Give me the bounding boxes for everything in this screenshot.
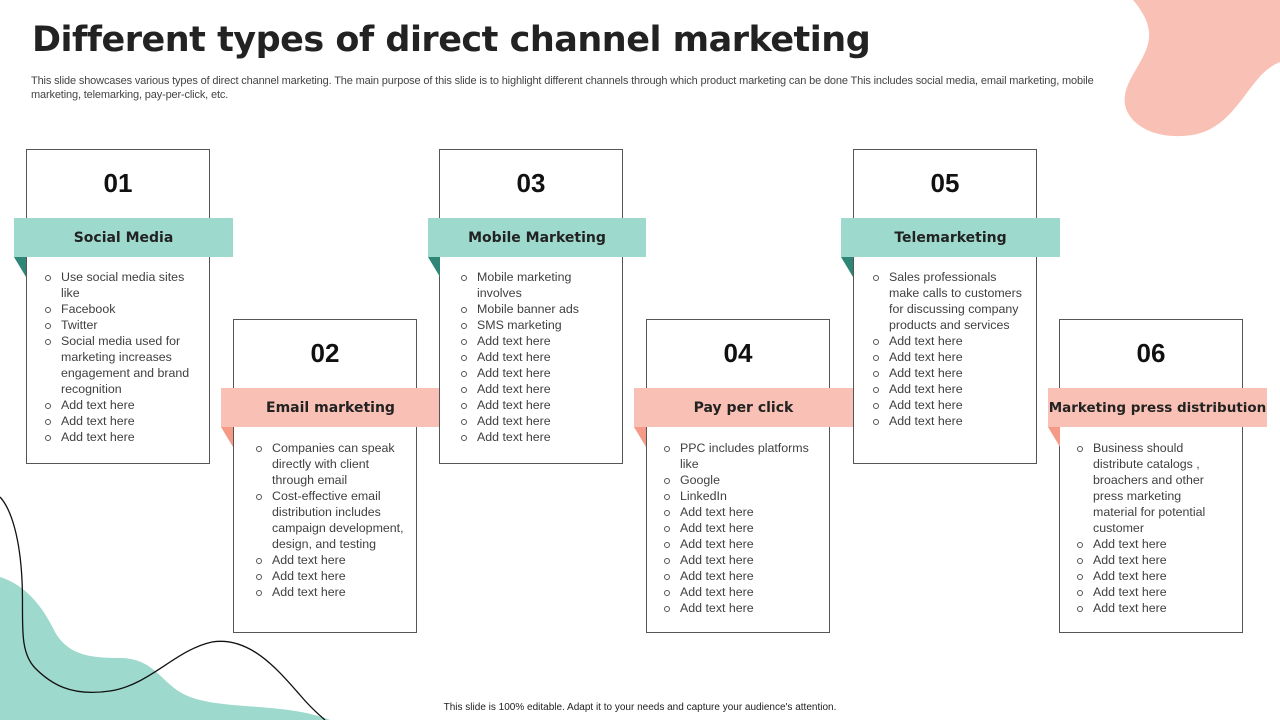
ribbon-fold-icon — [428, 257, 440, 277]
card-items-marketing-press-distribution: Business should distribute catalogs , br… — [1077, 440, 1227, 616]
card-label-email-marketing: Email marketing — [221, 388, 440, 427]
card-telemarketing: 05 — [853, 149, 1037, 464]
list-item: Add text here — [664, 536, 819, 552]
list-item: Add text here — [664, 552, 819, 568]
list-item: Add text here — [256, 568, 411, 584]
list-item: Add text here — [664, 584, 819, 600]
list-item: PPC includes platforms like — [664, 440, 819, 472]
list-item: Add text here — [461, 333, 611, 349]
list-item: Add text here — [664, 568, 819, 584]
list-item: Add text here — [461, 397, 611, 413]
list-item: Add text here — [461, 429, 611, 445]
card-pay-per-click: 04 — [646, 319, 830, 633]
list-item: Add text here — [873, 349, 1023, 365]
list-item: Add text here — [256, 552, 411, 568]
list-item: Add text here — [461, 349, 611, 365]
card-email-marketing: 02 — [233, 319, 417, 633]
list-item: Facebook — [45, 301, 195, 317]
page-title: Different types of direct channel market… — [32, 20, 871, 60]
card-items-mobile-marketing: Mobile marketing involves Mobile banner … — [461, 269, 611, 445]
list-item: Add text here — [664, 600, 819, 616]
list-item: Add text here — [1077, 600, 1227, 616]
list-item: Add text here — [664, 520, 819, 536]
list-item: Mobile banner ads — [461, 301, 611, 317]
list-item: Add text here — [45, 413, 195, 429]
peach-blob-shape — [1124, 0, 1280, 137]
list-item: Cost-effective email distribution includ… — [256, 488, 411, 552]
ribbon-fold-icon — [634, 427, 646, 447]
card-label-pay-per-click: Pay per click — [634, 388, 853, 427]
list-item: LinkedIn — [664, 488, 819, 504]
card-items-social-media: Use social media sites like Facebook Twi… — [45, 269, 195, 445]
list-item: Add text here — [256, 584, 411, 600]
list-item: Twitter — [45, 317, 195, 333]
list-item: Add text here — [45, 429, 195, 445]
list-item: Mobile marketing involves — [461, 269, 611, 301]
list-item: Use social media sites like — [45, 269, 195, 301]
page-subtitle: This slide showcases various types of di… — [31, 75, 1094, 101]
list-item: Add text here — [873, 333, 1023, 349]
card-label-telemarketing: Telemarketing — [841, 218, 1060, 257]
card-number: 04 — [723, 338, 753, 368]
ribbon-fold-icon — [841, 257, 853, 277]
list-item: Add text here — [461, 365, 611, 381]
list-item: Add text here — [873, 365, 1023, 381]
card-mobile-marketing: 03 — [439, 149, 623, 464]
list-item: Add text here — [45, 397, 195, 413]
card-number: 01 — [103, 168, 133, 198]
list-item: Add text here — [1077, 536, 1227, 552]
list-item: Social media used for marketing increase… — [45, 333, 195, 397]
list-item: Add text here — [461, 413, 611, 429]
list-item: Add text here — [873, 381, 1023, 397]
list-item: Add text here — [1077, 552, 1227, 568]
list-item: Add text here — [1077, 568, 1227, 584]
ribbon-fold-icon — [14, 257, 26, 277]
card-items-telemarketing: Sales professionals make calls to custom… — [873, 269, 1023, 429]
list-item: SMS marketing — [461, 317, 611, 333]
ribbon-fold-icon — [1048, 427, 1060, 447]
card-number: 02 — [310, 338, 340, 368]
list-item: Add text here — [461, 381, 611, 397]
list-item: Add text here — [873, 413, 1023, 429]
card-items-email-marketing: Companies can speak directly with client… — [256, 440, 411, 600]
card-label-social-media: Social Media — [14, 218, 233, 257]
card-items-pay-per-click: PPC includes platforms like Google Linke… — [664, 440, 819, 616]
card-label-mobile-marketing: Mobile Marketing — [428, 218, 646, 257]
card-number: 05 — [930, 168, 960, 198]
ribbon-fold-icon — [221, 427, 233, 447]
card-social-media: 01 — [26, 149, 210, 464]
card-label-marketing-press-distribution: Marketing press distribution — [1048, 388, 1267, 427]
list-item: Google — [664, 472, 819, 488]
list-item: Add text here — [664, 504, 819, 520]
list-item: Business should distribute catalogs , br… — [1077, 440, 1227, 536]
card-number: 06 — [1136, 338, 1166, 368]
list-item: Add text here — [1077, 584, 1227, 600]
list-item: Add text here — [873, 397, 1023, 413]
list-item: Companies can speak directly with client… — [256, 440, 411, 488]
card-marketing-press-distribution: 06 — [1059, 319, 1243, 633]
list-item: Sales professionals make calls to custom… — [873, 269, 1023, 333]
card-number: 03 — [516, 168, 546, 198]
footer-note: This slide is 100% editable. Adapt it to… — [443, 702, 837, 713]
